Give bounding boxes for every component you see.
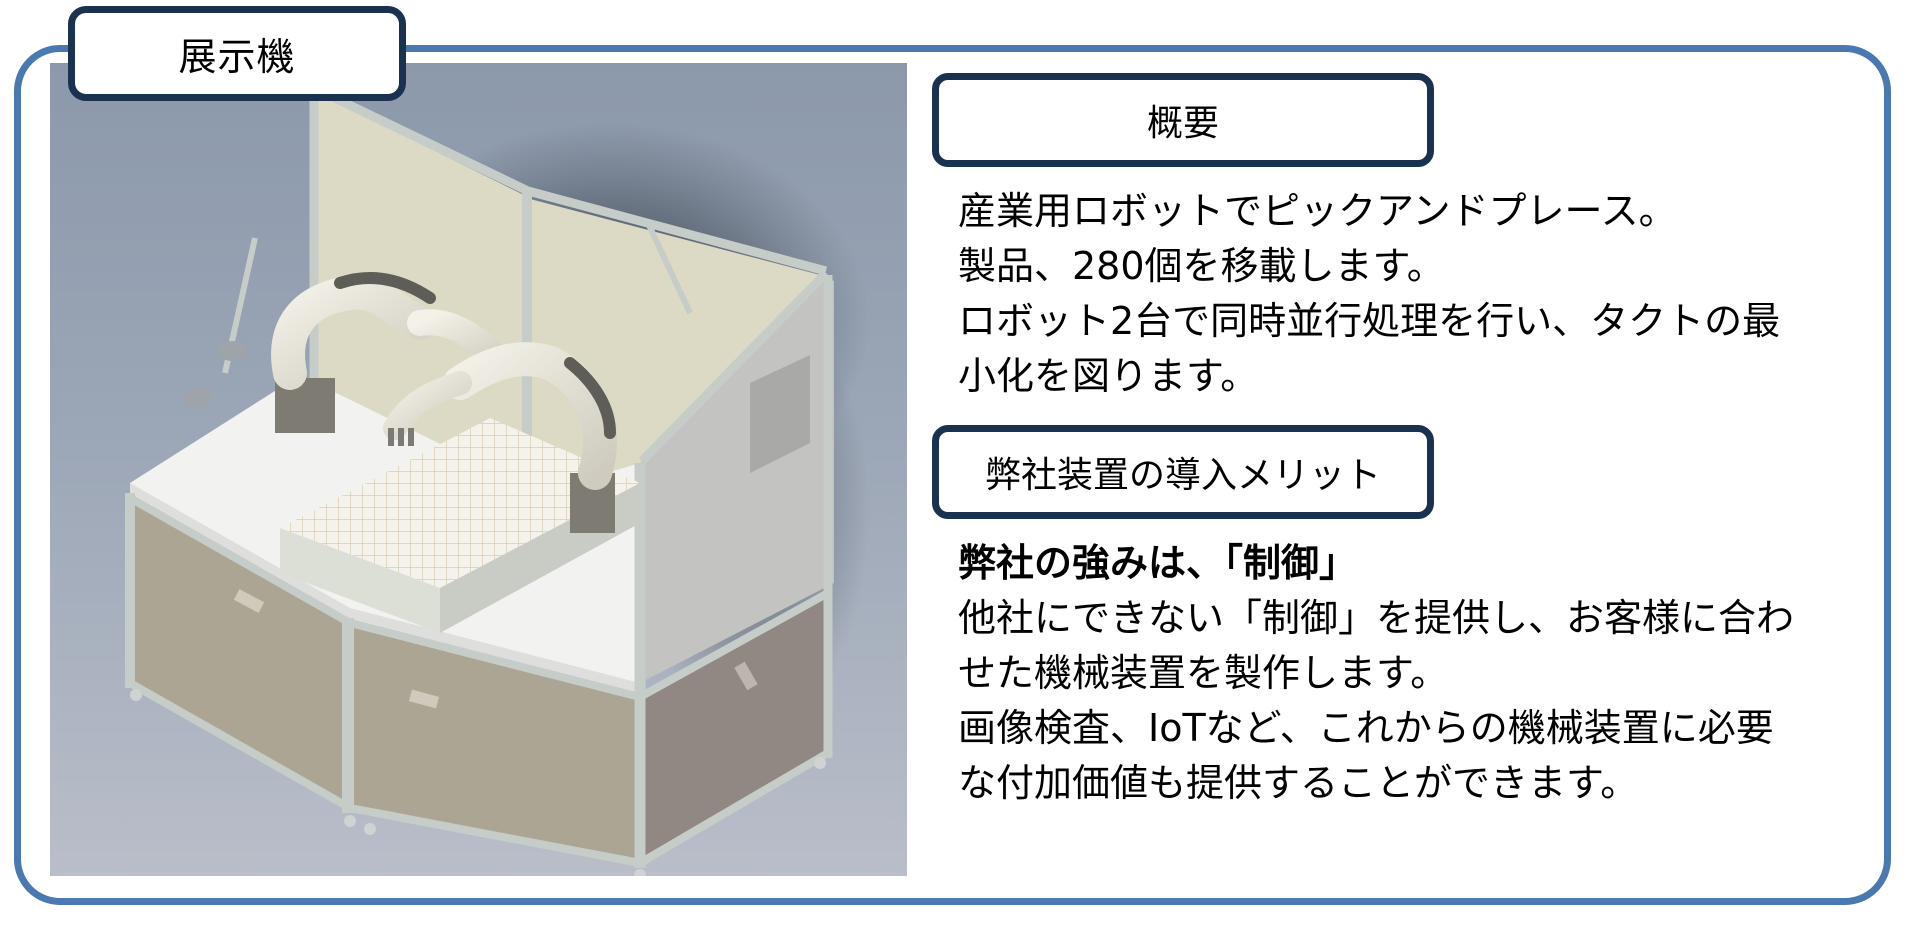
- overview-text: 産業用ロボットでピックアンドプレース。 製品、280個を移載します。 ロボット2…: [958, 184, 1858, 404]
- title-tab: 展示機: [68, 6, 406, 101]
- merits-heading-box: 弊社装置の導入メリット: [932, 425, 1434, 519]
- overview-heading: 概要: [1146, 103, 1219, 144]
- overview-line: 製品、280個を移載します。: [958, 244, 1445, 288]
- merits-heading: 弊社装置の導入メリット: [984, 455, 1381, 496]
- machine-illustration: [50, 63, 907, 876]
- overview-heading-box: 概要: [932, 73, 1434, 167]
- robot-cell-icon: [125, 82, 870, 876]
- overview-line: ロボット2台で同時並行処理を行い、タクトの最: [958, 299, 1781, 343]
- title-label: 展示機: [178, 35, 296, 79]
- overview-line: 産業用ロボットでピックアンドプレース。: [958, 189, 1677, 233]
- merits-text: 弊社の強みは、「制御」 他社にできない「制御」を提供し、お客様に合わ せた機械装…: [958, 536, 1858, 811]
- outer-frame: [14, 45, 1891, 905]
- merits-line: な付加価値も提供することができます。: [958, 761, 1639, 805]
- merits-lead: 弊社の強みは、「制御」: [958, 541, 1358, 585]
- merits-line: せた機械装置を製作します。: [958, 651, 1449, 695]
- overview-line: 小化を図ります。: [958, 354, 1259, 398]
- merits-line: 画像検査、IoTなど、これからの機械装置に必要: [958, 706, 1774, 750]
- merits-line: 他社にできない「制御」を提供し、お客様に合わ: [958, 596, 1795, 640]
